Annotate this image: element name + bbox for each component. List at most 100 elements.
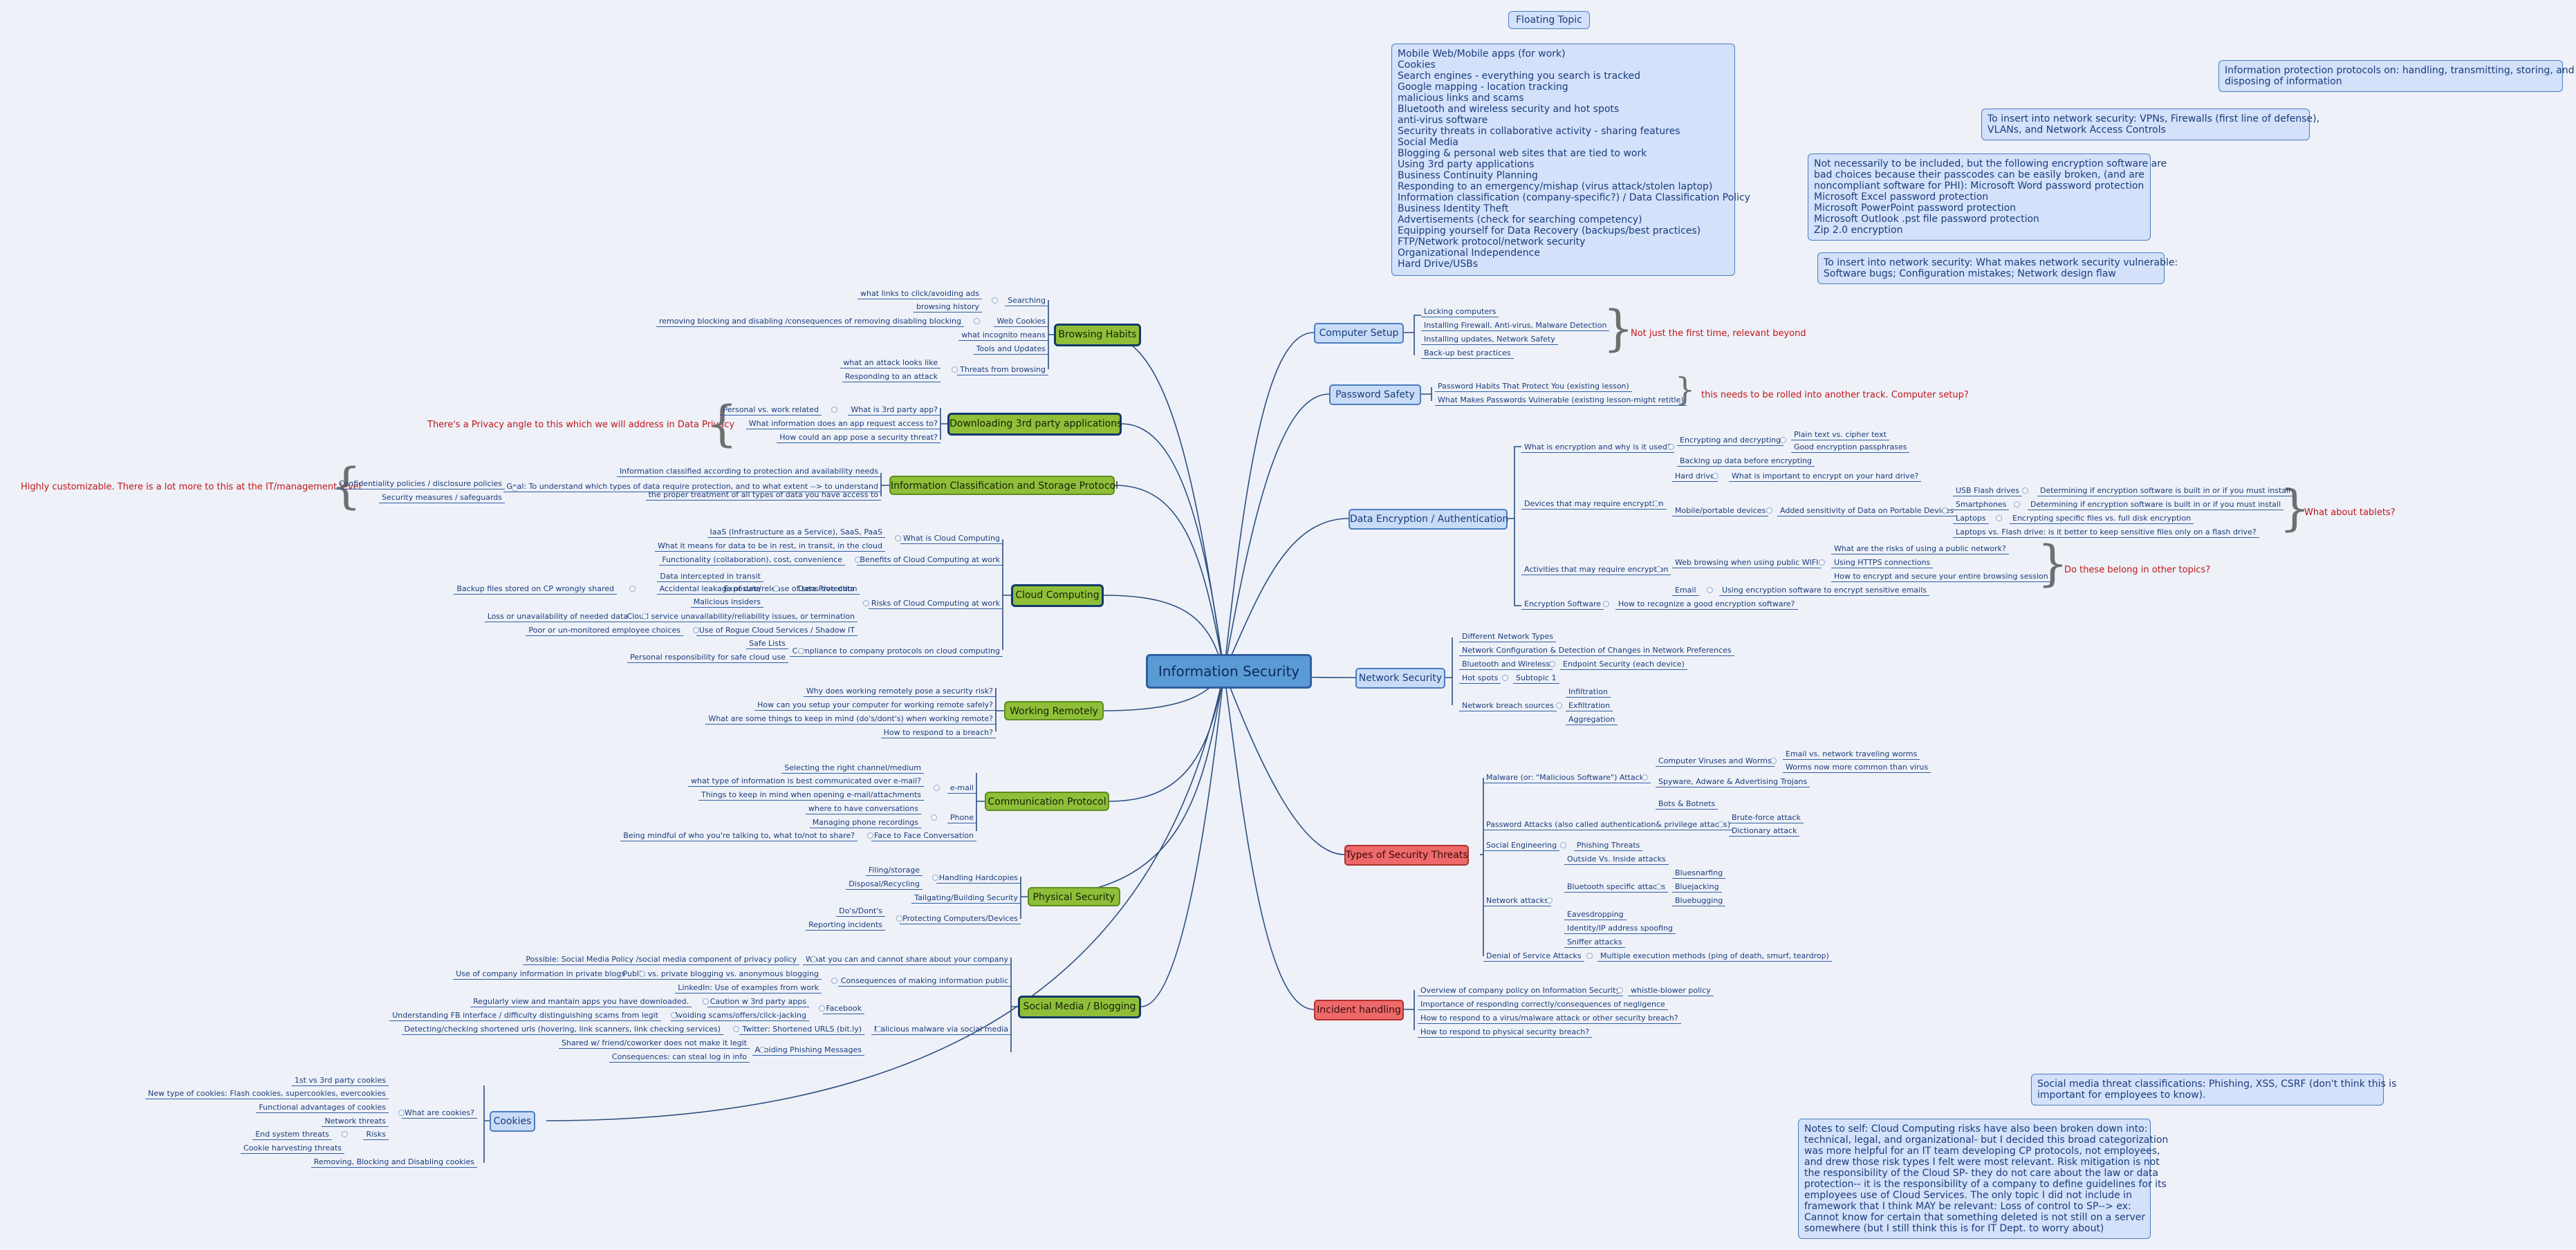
- collapse-dot[interactable]: [2022, 487, 2028, 494]
- collapse-dot[interactable]: [798, 648, 804, 654]
- collapse-dot[interactable]: [773, 586, 779, 592]
- branch-label[interactable]: Tools and Updates: [973, 344, 1048, 355]
- branch-label[interactable]: e-mail: [947, 783, 976, 794]
- collapse-dot[interactable]: [703, 998, 709, 1005]
- branch-label[interactable]: Password Attacks (also called authentica…: [1483, 820, 1734, 830]
- collapse-dot[interactable]: [1712, 473, 1718, 479]
- branch-label[interactable]: Email vs. network traveling worms: [1783, 749, 1920, 760]
- branch-label[interactable]: Computer Viruses and Worms: [1656, 756, 1775, 767]
- branch-label[interactable]: How to respond to physical security brea…: [1418, 1027, 1593, 1038]
- branch-label[interactable]: what an attack looks like: [840, 358, 940, 369]
- topic-password-safety[interactable]: Password Safety: [1329, 384, 1421, 405]
- branch-label[interactable]: Why does working remotely pose a securit…: [803, 687, 996, 697]
- branch-label[interactable]: Caution w 3rd party apps: [707, 997, 809, 1007]
- branch-label[interactable]: the proper treatment of all types of dat…: [645, 490, 881, 501]
- collapse-dot[interactable]: [342, 1131, 348, 1137]
- collapse-dot[interactable]: [1546, 897, 1553, 904]
- note-vulnerable[interactable]: To insert into network security: What ma…: [1817, 252, 2178, 284]
- branch-label[interactable]: browsing history: [913, 302, 982, 312]
- branch-label[interactable]: What information does an app request acc…: [745, 419, 940, 429]
- branch-label[interactable]: Twitter: Shortened URLS (bit.ly): [739, 1025, 864, 1035]
- branch-label[interactable]: Personal vs. work related: [720, 405, 822, 416]
- branch-label[interactable]: Functionality (collaboration), cost, con…: [659, 555, 845, 566]
- collapse-dot[interactable]: [974, 318, 980, 324]
- branch-label[interactable]: Outside Vs. Inside attacks: [1564, 855, 1669, 865]
- note-self[interactable]: Notes to self: Cloud Computing risks hav…: [1798, 1119, 2168, 1239]
- branch-label[interactable]: Overview of company policy on Informatio…: [1418, 986, 1623, 996]
- branch-label[interactable]: Eavesdropping: [1564, 910, 1627, 920]
- topic-computer-setup[interactable]: Computer Setup: [1314, 323, 1404, 344]
- branch-label[interactable]: Goal: To understand which types of data …: [503, 482, 881, 492]
- branch-label[interactable]: Confidentiality policies / disclosure po…: [336, 479, 505, 489]
- branch-label[interactable]: Brute-force attack: [1729, 813, 1804, 823]
- collapse-dot[interactable]: [1707, 587, 1713, 593]
- collapse-dot[interactable]: [895, 535, 901, 541]
- branch-label[interactable]: Bluesnarfing: [1672, 868, 1726, 879]
- branch-label[interactable]: Network attacks: [1483, 896, 1551, 906]
- branch-label[interactable]: Back-up best practices: [1421, 348, 1514, 359]
- branch-label[interactable]: Loss or unavailability of needed data: [484, 612, 631, 622]
- branch-label[interactable]: Laptops vs. Flash drive: is it better to…: [1953, 528, 2259, 538]
- branch-label[interactable]: Face to Face Conversation: [871, 831, 976, 841]
- branch-label[interactable]: Spyware, Adware & Advertising Trojans: [1656, 777, 1810, 787]
- branch-label[interactable]: End system threats: [252, 1130, 332, 1140]
- collapse-dot[interactable]: [934, 785, 940, 791]
- branch-label[interactable]: Threats from browsing: [957, 365, 1048, 375]
- branch-label[interactable]: Network threats: [322, 1117, 389, 1127]
- collapse-dot[interactable]: [932, 875, 938, 881]
- branch-label[interactable]: 1st vs 3rd party cookies: [291, 1076, 389, 1086]
- branch-label[interactable]: Shared w/ friend/coworker does not make …: [558, 1038, 750, 1049]
- collapse-dot[interactable]: [1586, 953, 1593, 959]
- branch-label[interactable]: Bluetooth and Wireless: [1459, 660, 1553, 670]
- branch-label[interactable]: Poor or un-monitored employee choices: [526, 626, 683, 636]
- branch-label[interactable]: Information classified according to prot…: [616, 467, 881, 477]
- branch-label[interactable]: Being mindful of who you're talking to, …: [620, 831, 858, 841]
- branch-label[interactable]: Activities that may require encryption: [1521, 565, 1671, 575]
- branch-label[interactable]: Use of Rogue Cloud Services / Shadow IT: [696, 626, 858, 636]
- collapse-dot[interactable]: [398, 1110, 405, 1116]
- branch-label[interactable]: Hot spots: [1459, 673, 1501, 684]
- note-encryption[interactable]: Not necessarily to be included, but the …: [1808, 153, 2167, 241]
- collapse-dot[interactable]: [992, 297, 998, 304]
- branch-label[interactable]: Risks: [363, 1130, 389, 1140]
- branch-label[interactable]: Bluetooth specific attacks: [1564, 882, 1669, 893]
- collapse-dot[interactable]: [1653, 501, 1659, 507]
- topic-classification[interactable]: Information Classification and Storage P…: [889, 476, 1118, 495]
- branch-label[interactable]: Identity/IP address spoofing: [1564, 924, 1676, 934]
- branch-label[interactable]: What you can and cannot share about your…: [803, 955, 1011, 965]
- collapse-dot[interactable]: [952, 366, 958, 373]
- collapse-dot[interactable]: [1502, 675, 1508, 681]
- branch-label[interactable]: Using HTTPS connections: [1831, 558, 1934, 568]
- branch-label[interactable]: Backup files stored on CP wrongly shared: [454, 584, 617, 595]
- collapse-dot[interactable]: [896, 915, 902, 922]
- branch-label[interactable]: Possible: Social Media Policy /social me…: [523, 955, 799, 965]
- collapse-dot[interactable]: [1718, 821, 1724, 828]
- branch-label[interactable]: What are cookies?: [402, 1108, 477, 1119]
- collapse-dot[interactable]: [642, 613, 648, 619]
- branch-label[interactable]: Mobile/portable devices: [1672, 506, 1769, 516]
- topic-cookies[interactable]: Cookies: [490, 1111, 535, 1132]
- branch-label[interactable]: What is important to encrypt on your har…: [1729, 472, 1922, 482]
- collapse-dot[interactable]: [1770, 758, 1777, 764]
- branch-label[interactable]: How can you setup your computer for work…: [754, 700, 996, 711]
- branch-label[interactable]: LinkedIn: Use of examples from work: [675, 983, 822, 994]
- branch-label[interactable]: What Makes Passwords Vulnerable (existin…: [1435, 395, 1687, 406]
- branch-label[interactable]: Compliance to company protocols on cloud…: [789, 646, 1003, 657]
- topic-incident-handling[interactable]: Incident handling: [1314, 1000, 1404, 1020]
- branch-label[interactable]: New type of cookies: Flash cookies, supe…: [145, 1089, 389, 1099]
- branch-label[interactable]: whistle-blower policy: [1628, 986, 1714, 996]
- collapse-dot[interactable]: [1642, 774, 1648, 781]
- branch-label[interactable]: Plain text vs. cipher text: [1791, 430, 1889, 440]
- branch-label[interactable]: Exfiltration: [1566, 701, 1613, 711]
- branch-label[interactable]: Responding to an attack: [842, 372, 940, 382]
- collapse-dot[interactable]: [1560, 842, 1566, 848]
- collapse-dot[interactable]: [639, 971, 645, 977]
- branch-label[interactable]: Bluebugging: [1672, 896, 1726, 906]
- branch-label[interactable]: Different Network Types: [1459, 632, 1557, 642]
- branch-label[interactable]: Malware (or: "Malicious Software") Attac…: [1483, 773, 1651, 783]
- topic-third-party[interactable]: Downloading 3rd party applications: [947, 413, 1122, 436]
- branch-label[interactable]: What are some things to keep in mind (do…: [705, 714, 996, 725]
- branch-label[interactable]: Added sensitivity of Data on Portable De…: [1777, 506, 1957, 516]
- branch-label[interactable]: Phishing Threats: [1574, 841, 1643, 851]
- branch-label[interactable]: Smartphones: [1953, 500, 2010, 510]
